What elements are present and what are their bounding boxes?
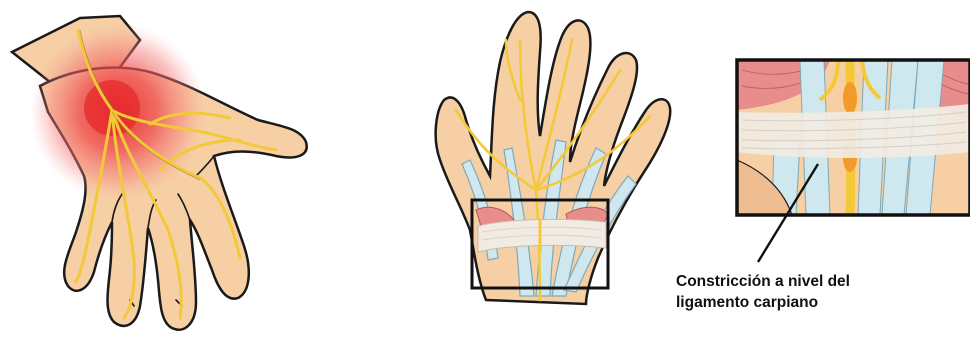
caption-line-1: Constricción a nivel del [676,271,966,292]
carpal-ligament-zoom [737,60,970,262]
hand-anatomy-illustration [436,12,671,304]
caption-text: Constricción a nivel del ligamento carpi… [676,271,966,313]
hand-pain-illustration [12,16,307,330]
caption-line-2: ligamento carpiano [676,292,966,313]
